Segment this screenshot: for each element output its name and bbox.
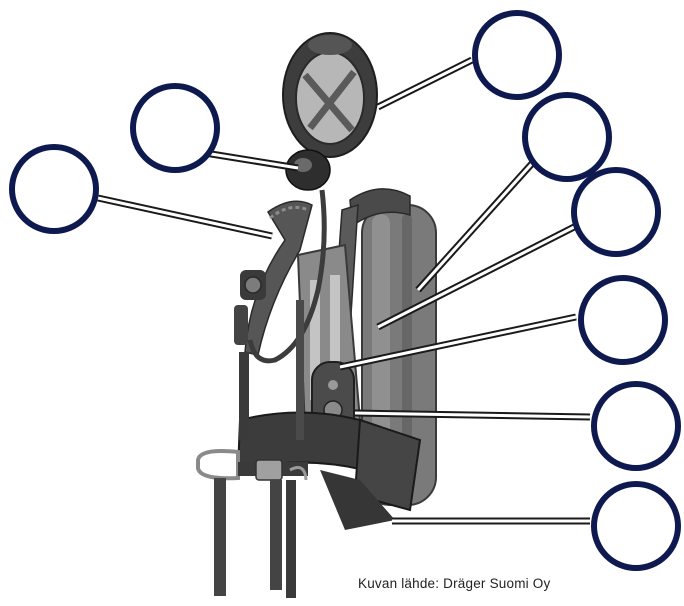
- face-mask-illustration: [283, 33, 377, 157]
- label-circle-regulator[interactable]: [133, 86, 217, 170]
- pointer-shoulder-strap: [98, 198, 272, 236]
- label-circle-shoulder-strap[interactable]: [12, 147, 96, 231]
- image-credit: Kuvan lähde: Dräger Suomi Oy: [358, 576, 550, 591]
- label-circle-pressure-gauge[interactable]: [594, 384, 678, 468]
- pointer-regulator: [205, 153, 298, 168]
- pointer-pressure-gauge: [355, 413, 590, 417]
- pointer-cylinder: [418, 158, 537, 290]
- label-circle-face-mask[interactable]: [475, 13, 559, 97]
- label-circle-cylinder[interactable]: [525, 95, 609, 179]
- label-circle-pressure-hose[interactable]: [581, 278, 665, 362]
- label-circle-waist-belt[interactable]: [594, 484, 678, 568]
- label-circle-cylinder-valve[interactable]: [574, 170, 658, 254]
- pointer-face-mask: [378, 60, 472, 107]
